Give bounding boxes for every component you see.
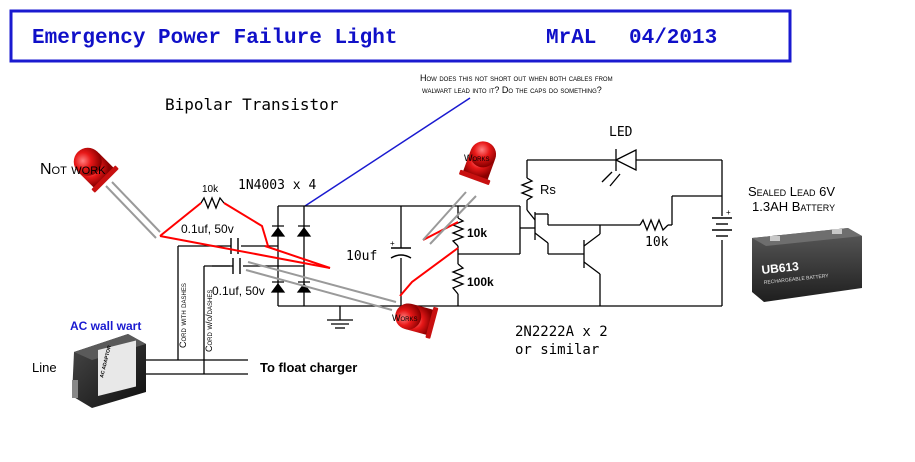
label-led: LED — [609, 125, 633, 140]
label-10k-divider: 10k — [467, 226, 487, 240]
question-line-2: walwart lead into it? Do the caps do som… — [422, 85, 602, 95]
label-works-bottom: Works — [392, 313, 418, 323]
label-works-top: Works — [464, 153, 490, 163]
bipolar-transistor-label: Bipolar Transistor — [165, 95, 339, 114]
resistor-rs — [520, 177, 534, 201]
label-rs: Rs — [540, 182, 556, 197]
label-cord-with-dashes: Cord with dashes — [178, 283, 188, 348]
led-works-bottom — [395, 303, 439, 339]
battery-label-1: Sealed Lead 6V — [748, 184, 835, 199]
capacitor-0-1uf-bottom — [232, 258, 241, 274]
resistor-100k — [451, 263, 465, 295]
label-not-work: Not work — [40, 161, 106, 178]
title-date: 04/2013 — [629, 27, 717, 50]
bridge-diodes — [270, 225, 312, 293]
led-leads — [105, 181, 477, 311]
resistor-10k-top — [200, 196, 225, 210]
question-line-1: How does this not short out when both ca… — [420, 73, 613, 83]
resistor-10k-divider — [451, 217, 465, 247]
probe-wires — [159, 202, 459, 297]
battery-plus-sign: + — [726, 208, 731, 217]
label-cap-bottom: 0.1uf, 50v — [212, 284, 265, 298]
label-ac-wall-wart: AC wall wart — [70, 319, 141, 333]
ac-adapter-photo: AC ADAPTOR — [72, 334, 146, 408]
title-main: Emergency Power Failure Light — [32, 27, 397, 50]
label-transistors-1: 2N2222A x 2 — [515, 324, 608, 340]
label-transistors-2: or similar — [515, 342, 599, 358]
capacitor-10uf — [390, 247, 412, 259]
label-10uf: 10uf — [346, 249, 377, 264]
label-to-float-charger: To float charger — [260, 360, 357, 375]
label-10k-top: 10k — [202, 184, 219, 195]
battery-label-2: 1.3AH Battery — [752, 199, 835, 214]
label-line: Line — [32, 360, 57, 375]
led-works-top — [459, 141, 497, 185]
battery-symbol — [712, 217, 732, 237]
label-10k-base: 10k — [645, 235, 669, 250]
circuit-wiring — [212, 159, 723, 329]
led-not-work — [73, 147, 119, 193]
schematic-led — [601, 148, 637, 187]
label-cap-top: 0.1uf, 50v — [181, 222, 234, 236]
capacitor-plus-sign: + — [390, 239, 395, 248]
label-diodes: 1N4003 x 4 — [238, 178, 316, 193]
question-pointer-line — [304, 97, 471, 207]
battery-model: UB613 — [761, 259, 800, 277]
resistor-10k-base — [639, 218, 669, 232]
battery-photo: UB613 RECHARGEABLE BATTERY — [752, 228, 862, 302]
title-author: MrAL — [546, 27, 596, 50]
capacitor-0-1uf-top — [230, 238, 239, 254]
label-100k: 100k — [467, 275, 494, 289]
title-box: Emergency Power Failure Light MrAL 04/20… — [9, 9, 792, 63]
label-cord-without-dashes: Cord w/o/dashes — [204, 290, 214, 352]
